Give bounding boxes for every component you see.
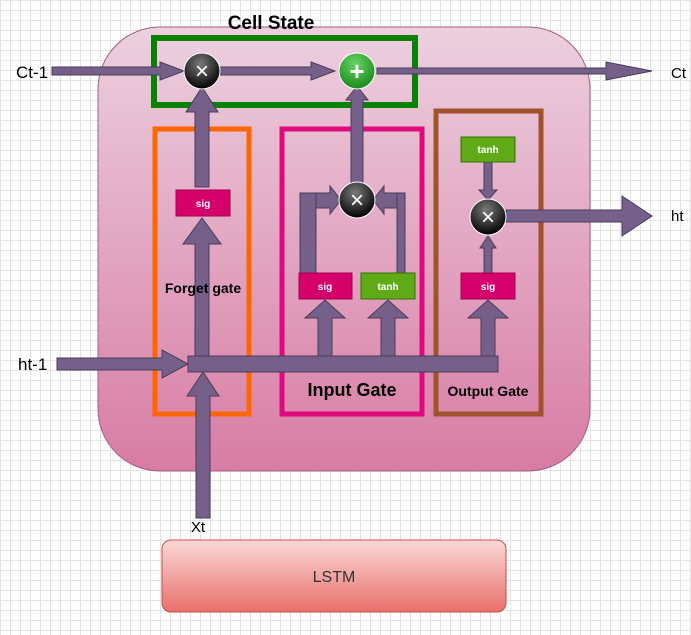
cell-state-title: Cell State: [228, 13, 315, 34]
input-bus: [187, 355, 499, 373]
output-tanh-to-mul-arrow: [477, 161, 499, 201]
output-tanh-block: tanh: [460, 136, 516, 163]
add-icon: +: [349, 56, 364, 86]
input-sig-to-mul-arrow: [315, 184, 342, 216]
c-next-arrow: [376, 61, 653, 81]
multiply-icon: ×: [195, 58, 209, 85]
cell-add-node: +: [338, 52, 376, 90]
input-mul-to-add-arrow: [344, 85, 370, 185]
x-input-arrow: [186, 371, 220, 519]
forget-sig-label: sig: [196, 199, 210, 210]
input-multiply-node: ×: [338, 181, 376, 219]
forget-gate-label: Forget gate: [165, 280, 241, 296]
bus-to-output-sig-arrow: [466, 299, 510, 357]
lstm-caption-box: [161, 539, 507, 613]
x-input-label: Xt: [191, 519, 206, 536]
mul-to-add-arrow: [219, 61, 337, 81]
output-gate-label: Output Gate: [448, 383, 529, 399]
bus-to-input-sig-arrow: [303, 299, 347, 357]
forget-multiply-node: ×: [183, 52, 221, 90]
output-tanh-label: tanh: [477, 145, 498, 156]
h-prev-label: ht-1: [18, 355, 47, 374]
forget-to-mul-arrow: [185, 86, 219, 188]
input-sig-block: sig: [298, 272, 353, 300]
c-prev-arrow: [51, 61, 186, 81]
multiply-icon: ×: [350, 187, 364, 214]
h-next-arrow: [505, 195, 653, 237]
input-sig-label: sig: [318, 282, 332, 293]
input-tanh-riser: [396, 192, 406, 274]
forget-main-arrow: [182, 217, 222, 357]
lstm-caption: LSTM: [313, 569, 356, 586]
c-next-label: Ct: [671, 65, 687, 82]
output-sig-label: sig: [481, 282, 495, 293]
input-sig-riser: [299, 192, 317, 274]
arrow-layer: [51, 61, 653, 519]
output-sig-to-mul-arrow: [479, 235, 497, 274]
h-next-label: ht: [671, 208, 684, 225]
input-tanh-block: tanh: [360, 272, 416, 300]
c-prev-label: Ct-1: [16, 63, 48, 82]
input-gate-label: Input Gate: [308, 380, 397, 400]
forget-sig-block: sig: [175, 189, 231, 217]
input-tanh-label: tanh: [377, 282, 398, 293]
multiply-icon: ×: [481, 204, 495, 231]
bus-to-input-tanh-arrow: [366, 299, 410, 357]
output-sig-block: sig: [460, 272, 516, 300]
output-gate-box: [433, 108, 544, 417]
h-prev-arrow: [56, 349, 190, 379]
input-tanh-to-mul-arrow: [372, 184, 398, 216]
output-multiply-node: ×: [469, 198, 507, 236]
lstm-cell-body: [97, 26, 591, 472]
